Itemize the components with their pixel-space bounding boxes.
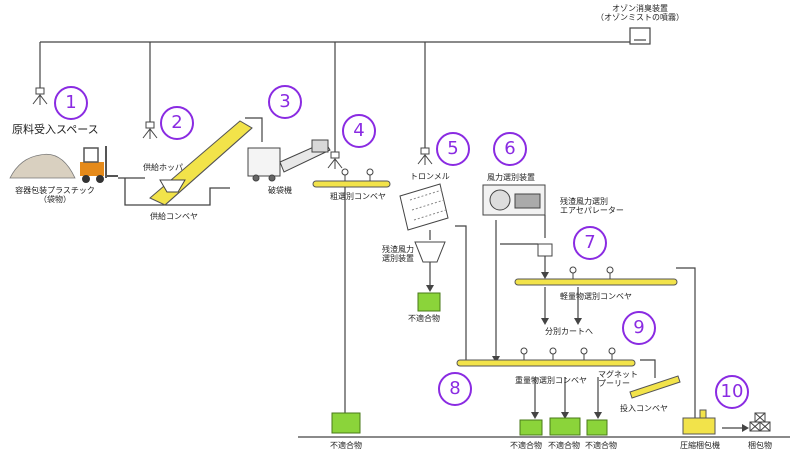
step-badge-7: 7 bbox=[573, 226, 607, 260]
step-badge-1: 1 bbox=[54, 86, 88, 120]
ozone-mist-nozzle-icon bbox=[32, 87, 433, 169]
unsuitable-label-4: 不適合物 bbox=[548, 441, 580, 450]
step-badge-10: 10 bbox=[715, 375, 749, 409]
light-sort-conveyor bbox=[514, 278, 678, 286]
bale-icon bbox=[749, 412, 771, 432]
unsuitable-label-1: 不適合物 bbox=[408, 314, 440, 323]
bag-breaker-label: 破袋機 bbox=[268, 186, 292, 195]
residual-wind-sorter-line2: 選別装置 bbox=[382, 254, 414, 264]
workers-coarse bbox=[341, 168, 374, 181]
step-badge-9: 9 bbox=[622, 311, 656, 345]
input-conveyor-label: 投入コンベヤ bbox=[620, 404, 668, 413]
step-badge-6: 6 bbox=[493, 132, 527, 166]
baled-goods-label: 梱包物 bbox=[748, 441, 772, 450]
light-sort-conveyor-label: 軽量物選別コンベヤ bbox=[560, 292, 632, 301]
feed-pit bbox=[124, 178, 230, 206]
magnet-pulley-line1: マグネット bbox=[598, 370, 638, 379]
magnet-pulley-label: マグネット プーリー bbox=[598, 370, 638, 388]
container-plastic-label: 容器包装プラスチック （袋物） bbox=[10, 186, 100, 204]
raw-space-label: 原料受入スペース bbox=[12, 123, 99, 136]
compression-baler-label: 圧縮梱包機 bbox=[680, 441, 720, 450]
ozone-device-label: オゾン消臭装置 （オゾンミストの噴霧） bbox=[585, 4, 695, 22]
trommel-label: トロンメル bbox=[410, 172, 450, 181]
magnet-pulley-line2: プーリー bbox=[598, 379, 630, 389]
container-plastic-title: 容器包装プラスチック bbox=[15, 186, 95, 195]
trommel bbox=[399, 183, 449, 231]
feed-hopper-label: 供給ホッパ bbox=[143, 163, 183, 172]
ozone-device-title: オゾン消臭装置 bbox=[612, 4, 668, 13]
residual-wind-sorter-line1: 残渣風力 bbox=[382, 245, 414, 254]
step-badge-5: 5 bbox=[436, 132, 470, 166]
bag-breaker bbox=[247, 139, 331, 182]
unsuitable-label-5: 不適合物 bbox=[585, 441, 617, 450]
compression-baler bbox=[682, 409, 716, 435]
residual-air-separator-line1: 残渣風力選別 bbox=[560, 197, 608, 206]
input-conveyor bbox=[629, 375, 681, 399]
cart-icon bbox=[331, 292, 608, 436]
wind-sorter bbox=[482, 184, 546, 216]
forklift-icon bbox=[80, 146, 118, 183]
air-separator bbox=[537, 243, 553, 257]
step-badge-8: 8 bbox=[438, 372, 472, 406]
workers-light bbox=[569, 266, 614, 279]
residual-air-separator-line2: エアセパレーター bbox=[560, 206, 624, 216]
to-sort-cart-label: 分別カートへ bbox=[545, 327, 593, 336]
residual-wind-sorter-funnel bbox=[414, 241, 446, 263]
raw-material-pile bbox=[9, 153, 76, 179]
ozone-unit-icon bbox=[629, 27, 651, 45]
coarse-sort-conveyor bbox=[312, 180, 391, 188]
heavy-sort-conveyor bbox=[456, 359, 636, 367]
unsuitable-label-2: 不適合物 bbox=[330, 441, 362, 450]
unsuitable-label-3: 不適合物 bbox=[510, 441, 542, 450]
feed-hopper bbox=[159, 179, 186, 193]
ozone-device-subtitle: （オゾンミストの噴霧） bbox=[596, 13, 684, 23]
feed-conveyor-label: 供給コンベヤ bbox=[150, 212, 198, 221]
wind-sorter-label: 風力選別装置 bbox=[487, 173, 535, 182]
step-badge-3: 3 bbox=[268, 85, 302, 119]
container-plastic-subtitle: （袋物） bbox=[39, 195, 71, 205]
coarse-sort-conveyor-label: 粗選別コンベヤ bbox=[330, 192, 386, 201]
step-badge-2: 2 bbox=[160, 106, 194, 140]
residual-air-separator-label: 残渣風力選別 エアセパレーター bbox=[560, 197, 624, 215]
workers-heavy bbox=[520, 347, 616, 360]
residual-wind-sorter-label: 残渣風力 選別装置 bbox=[382, 245, 414, 263]
step-badge-4: 4 bbox=[342, 114, 376, 148]
heavy-sort-conveyor-label: 重量物選別コンベヤ bbox=[515, 376, 587, 385]
